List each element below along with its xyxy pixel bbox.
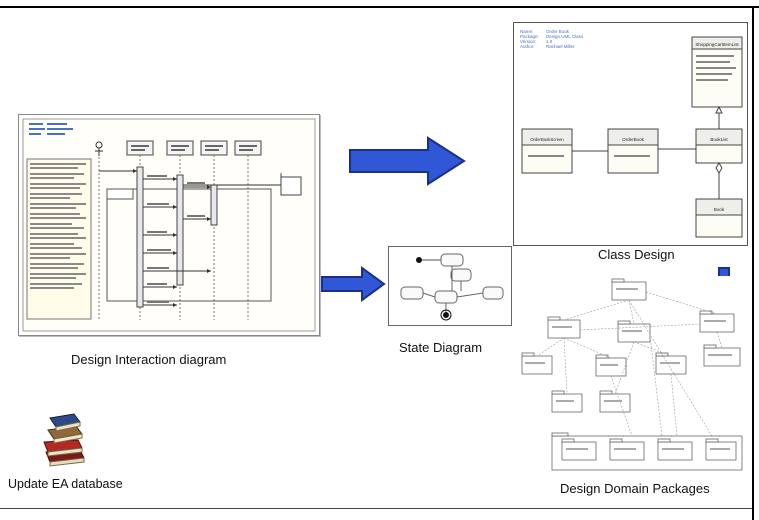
arrow-right-icon [349,136,466,186]
class-info-value: 1.0 [546,39,553,44]
caption-packages: Design Domain Packages [560,481,710,496]
class-info-label: Name: [520,29,533,34]
state-diagram-graphic [400,253,504,321]
class-info-value: Order Book [546,29,570,34]
packages-diagram-thumbnail [512,276,748,474]
books-icon [43,413,85,467]
class-info-label: Version: [520,39,536,44]
package-diagram-graphic [521,278,743,471]
class-name: OrderBookScreen [530,137,564,142]
caption-state: State Diagram [399,340,483,355]
class-name: ShoppingCartItemList [695,42,739,47]
right-border [752,6,754,520]
class-name: BookList [710,137,728,142]
caption-interaction: Design Interaction diagram [71,352,227,367]
class-design-thumbnail: Name: Package: Version: Author: Order Bo… [513,22,748,246]
class-name: Book [714,207,725,212]
class-info-label: Package: [520,34,539,39]
interaction-diagram-thumbnail [18,114,320,336]
state-diagram-thumbnail [388,246,512,326]
class-diagram-graphic: Name: Package: Version: Author: Order Bo… [520,29,743,238]
bottom-border [0,508,752,509]
class-info-value: Rachael Miller [546,44,575,49]
class-info-label: Author: [520,44,535,49]
class-name: OrderBook [622,137,645,142]
top-border [0,6,759,8]
caption-update: Update EA database [8,477,123,491]
sequence-diagram-graphic [22,118,316,332]
arrow-right-icon [321,266,386,302]
class-info-value: Design UML Class [546,34,584,39]
caption-class: Class Design [598,247,675,262]
